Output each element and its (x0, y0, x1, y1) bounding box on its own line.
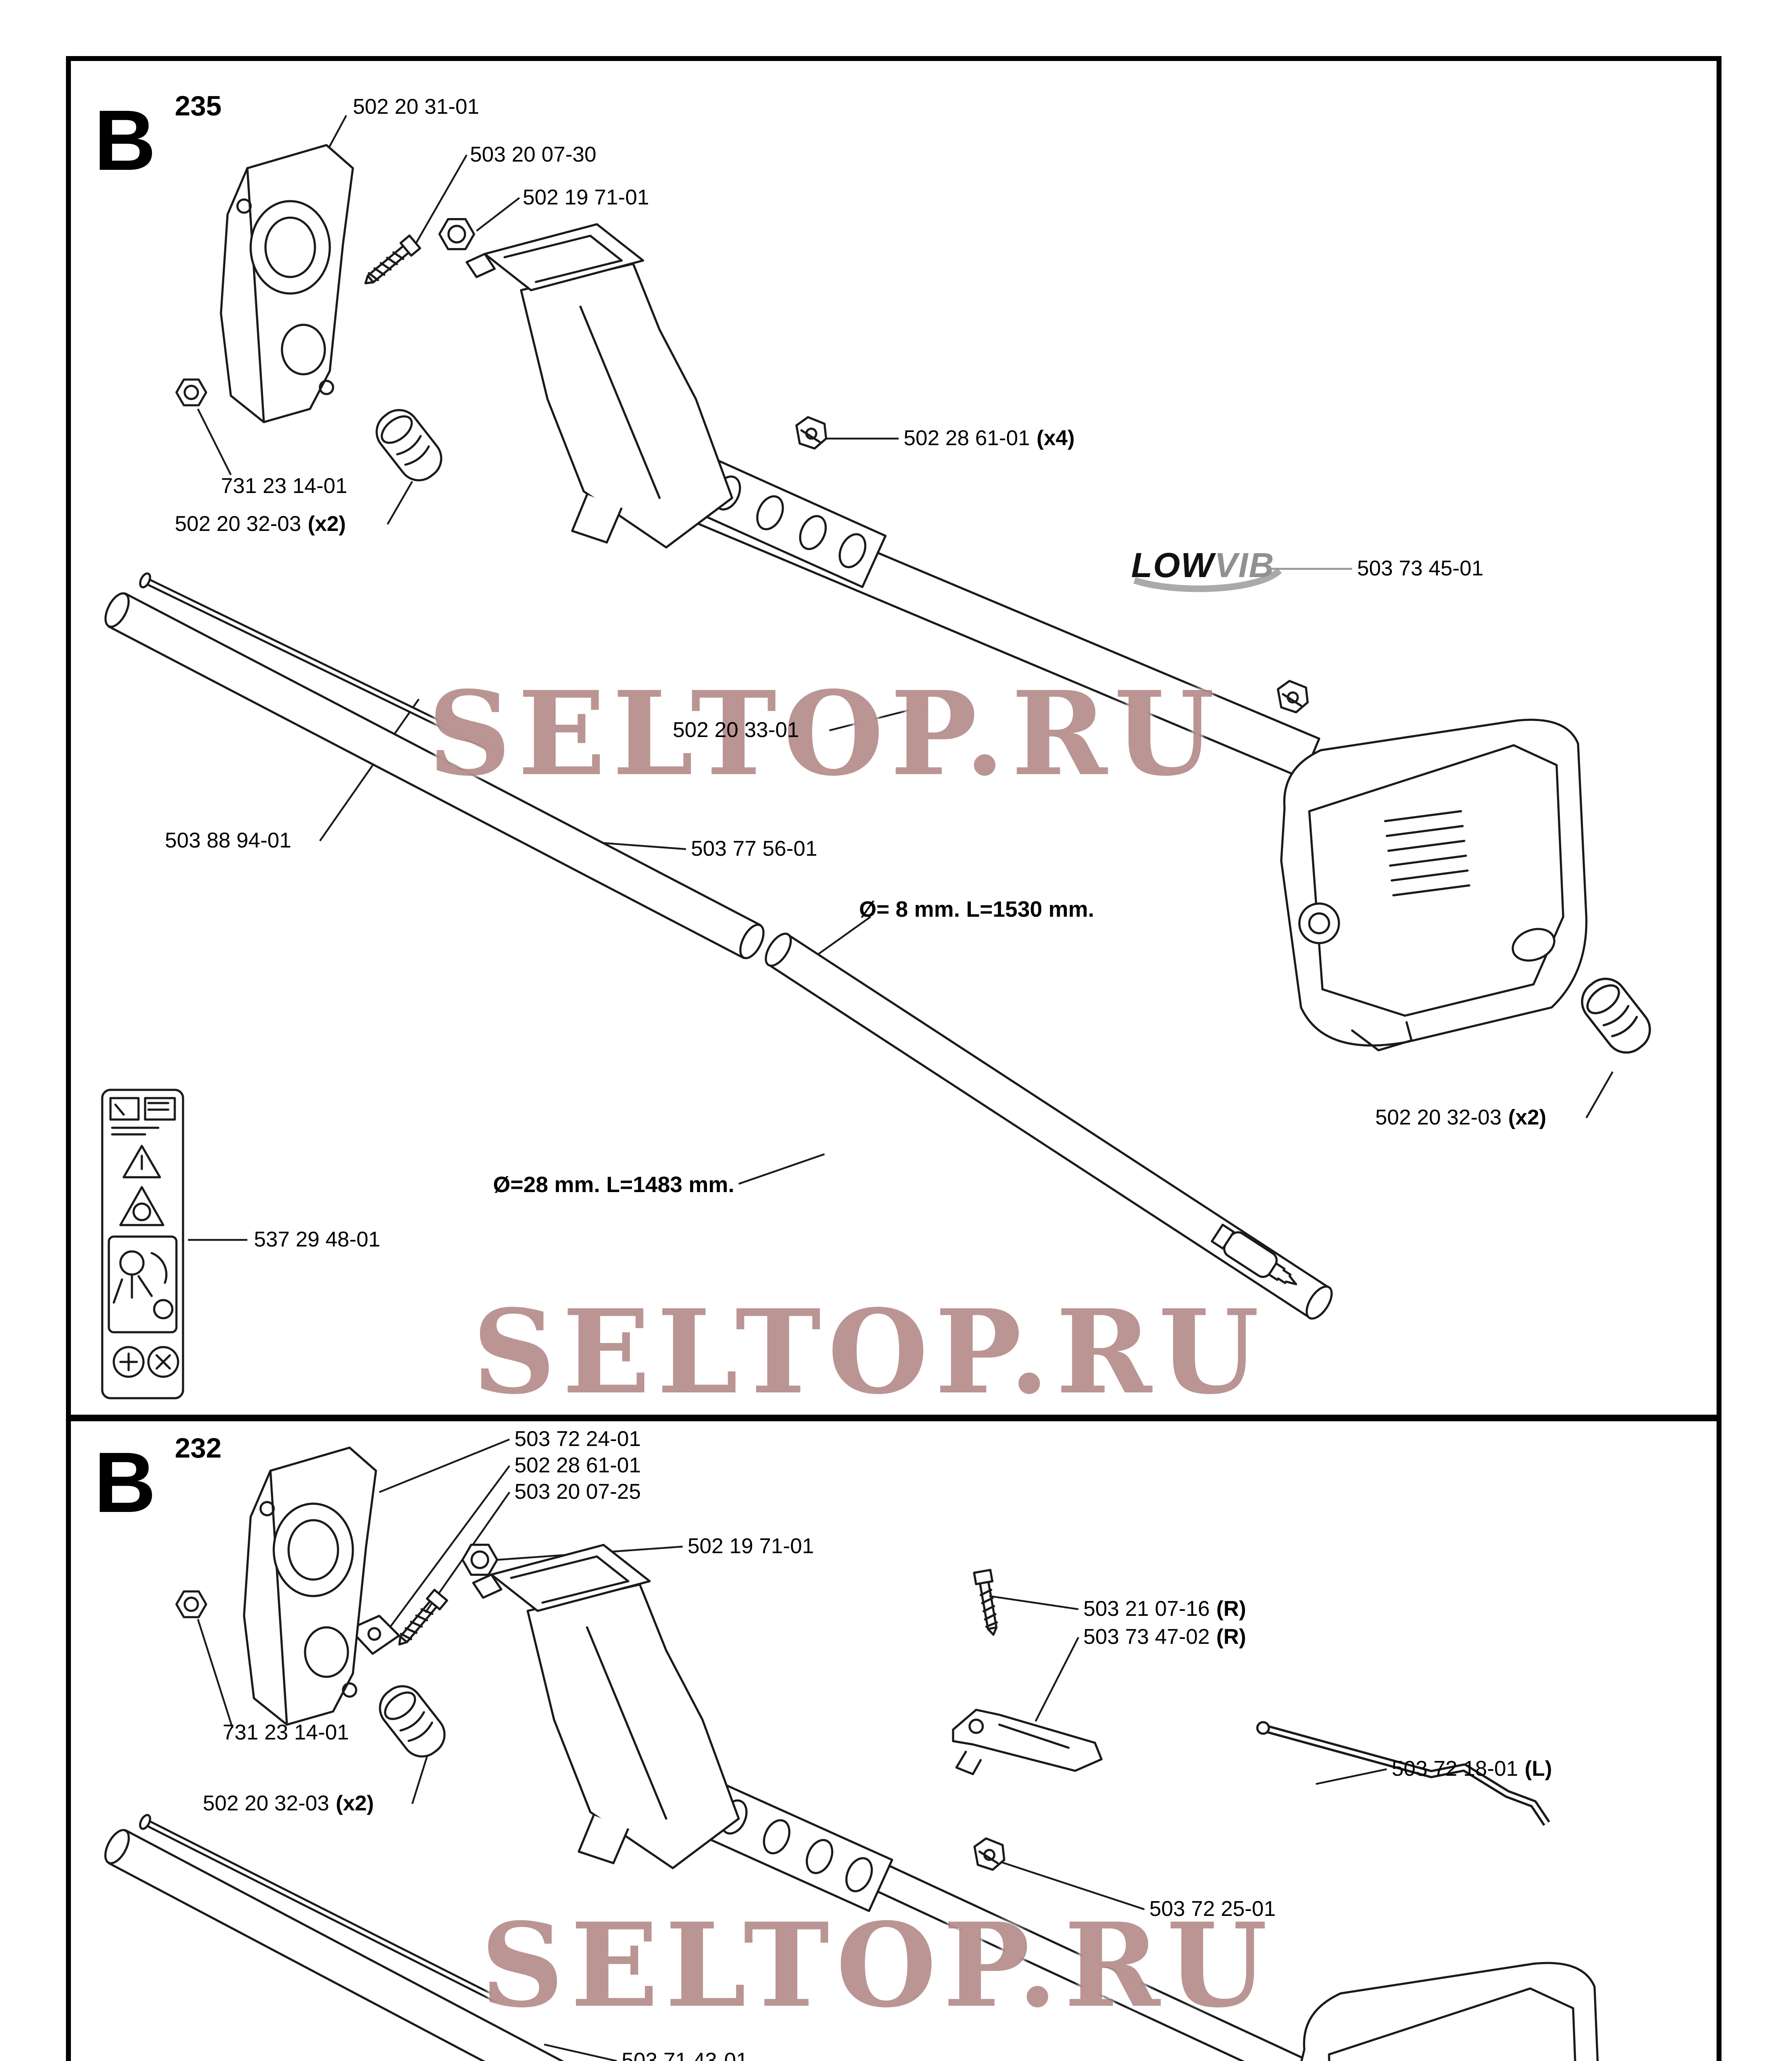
panel-235-art: LOWVIB (101, 115, 1658, 1398)
dimension-label: Ø=28 mm. L=1483 mm. (493, 1172, 734, 1198)
part-side: (R) (1216, 1596, 1246, 1621)
part-number-label: 502 20 32-03(x2) (1375, 1105, 1547, 1131)
part-number: 731 23 14-01 (221, 473, 348, 498)
dimension-text: Ø=28 mm. L=1483 mm. (493, 1172, 735, 1197)
part-number: 503 72 24-01 (514, 1426, 641, 1451)
part-number-label: 503 71 43-01 (622, 2048, 748, 2061)
watermark: SELTOP.RU (472, 1284, 1266, 1420)
outer-tube-232 (104, 1829, 564, 2061)
watermark: SELTOP.RU (480, 1897, 1274, 2034)
part-quantity: (x4) (1036, 425, 1075, 450)
part-number: 502 28 61-01 (514, 1453, 641, 1477)
part-number-label: 503 73 45-01 (1357, 556, 1484, 582)
lowvib-logo: LOWVIB (1131, 546, 1352, 592)
part-number: 503 77 56-01 (691, 836, 817, 861)
bracket-clamp-piece-232 (348, 1615, 400, 1655)
part-number: 502 20 33-01 (673, 717, 799, 742)
part-side: (L) (1524, 1756, 1552, 1781)
part-number-label: 502 19 71-01 (688, 1533, 814, 1560)
panel-divider (66, 1415, 1722, 1420)
drive-shaft-235 (765, 932, 1333, 1320)
lowvib-vib: VIB (1214, 546, 1275, 584)
part-number: 503 73 45-01 (1357, 556, 1484, 580)
throttle-rod-232 (1256, 1721, 1550, 1826)
panel-232-art (104, 1438, 1599, 2061)
part-number: 503 20 07-25 (514, 1479, 641, 1504)
throttle-lever-232 (952, 1709, 1103, 1775)
part-number-label: 503 20 07-30 (470, 142, 597, 168)
part-number: 502 20 32-03 (203, 1791, 329, 1815)
dimension-label: Ø= 8 mm. L=1530 mm. (859, 897, 1094, 923)
part-number: 503 71 43-01 (622, 2048, 748, 2061)
dimension-text: Ø= 8 mm. L=1530 mm. (859, 897, 1094, 922)
part-number: 503 72 18-01 (1392, 1756, 1518, 1781)
part-number-label: 502 19 71-01 (523, 185, 649, 211)
part-quantity: (x2) (1508, 1105, 1547, 1129)
part-number-label: 502 20 33-01 (673, 717, 799, 744)
part-quantity: (x2) (308, 511, 346, 536)
part-number-label: 503 21 07-16(R) (1083, 1596, 1246, 1622)
liner-rod-232 (139, 1814, 498, 2002)
shaft-housing-assembly-232 (472, 1544, 1311, 2061)
part-number-label: 502 28 61-01 (514, 1453, 641, 1479)
part-quantity: (x2) (336, 1791, 374, 1815)
part-number: 503 72 25-01 (1149, 1896, 1276, 1921)
part-number-label: 502 20 31-01 (353, 94, 479, 120)
airbox-housing-232 (1300, 1962, 1599, 2061)
liner-rod-235 (139, 572, 502, 756)
part-number: 503 20 07-30 (470, 142, 597, 167)
part-number: 502 28 61-01 (904, 425, 1030, 450)
part-number: 503 21 07-16 (1083, 1596, 1210, 1621)
part-number-label: 731 23 14-01 (223, 1720, 349, 1746)
part-number-label: 502 28 61-01(x4) (904, 425, 1075, 452)
part-number: 731 23 14-01 (223, 1720, 349, 1744)
outer-tube-235 (104, 592, 765, 960)
part-number: 502 19 71-01 (688, 1533, 814, 1558)
part-number-label: 731 23 14-01 (221, 473, 348, 500)
part-number-label: 503 88 94-01 (165, 828, 291, 854)
part-number-label: 503 77 56-01 (691, 836, 817, 862)
part-number: 503 88 94-01 (165, 828, 291, 852)
section-letter-232: B (94, 1436, 156, 1532)
model-number-232: 232 (175, 1433, 222, 1464)
lowvib-logo-text: LOWVIB (1131, 546, 1275, 584)
part-number-label: 503 72 18-01(L) (1392, 1756, 1552, 1782)
part-number: 502 19 71-01 (523, 185, 649, 209)
part-number-label: 503 72 24-01 (514, 1426, 641, 1453)
part-number-label: 503 73 47-02(R) (1083, 1624, 1246, 1650)
lowvib-low: LOW (1131, 546, 1217, 584)
page-border (66, 56, 1722, 2061)
watermark: SELTOP.RU (427, 665, 1221, 802)
part-number: 537 29 48-01 (254, 1227, 380, 1251)
model-number-235: 235 (175, 91, 222, 122)
part-number-label: 503 72 25-01 (1149, 1896, 1276, 1923)
part-number: 502 20 31-01 (353, 94, 479, 119)
part-side: (R) (1216, 1624, 1246, 1649)
leader-lines-232 (197, 1438, 1387, 2061)
part-number-label: 503 20 07-25 (514, 1479, 641, 1505)
part-number-label: 537 29 48-01 (254, 1227, 380, 1253)
part-number: 503 73 47-02 (1083, 1624, 1210, 1649)
part-number-label: 502 20 32-03 (x2) (203, 1791, 374, 1817)
part-number: 502 20 32-03 (1375, 1105, 1502, 1129)
airbox-housing-235 (1280, 718, 1588, 1052)
part-number: 502 20 32-03 (175, 511, 301, 536)
part-number-label: 502 20 32-03 (x2) (175, 511, 346, 538)
shaft-housing-assembly-235 (465, 223, 1320, 779)
section-letter-235: B (94, 94, 156, 190)
